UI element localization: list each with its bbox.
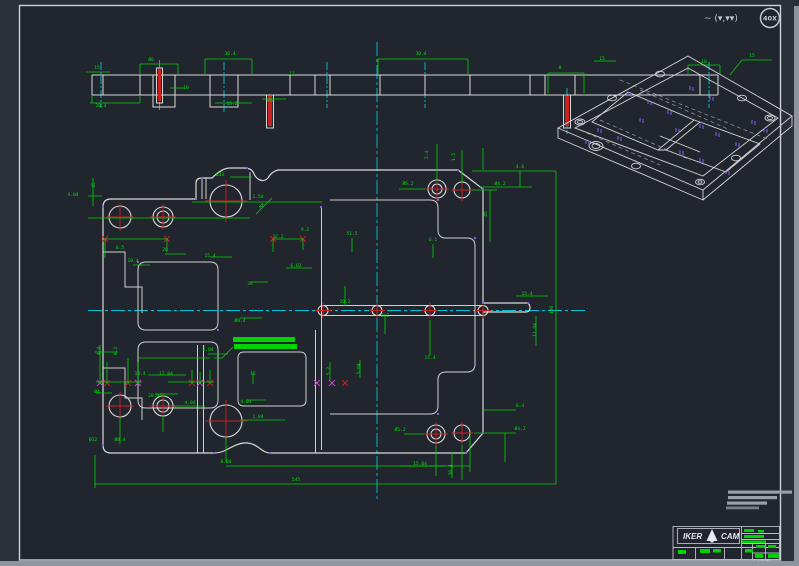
interior-pockets [103,172,483,453]
logo-iker: IKER [683,532,702,541]
dimension-text: 4.04 [67,192,78,198]
iso-thread-marks [585,86,768,175]
zoom-stamp: ~ (▾,▾▾) 40X [704,7,781,29]
dimension-text: Ø6 [267,97,273,104]
sheet-note: F 3-C-4B [753,559,770,563]
dimension-text: 1.54 [252,194,263,200]
dimension-text: Ø4.2 [494,180,505,187]
dimension-text: 5.04 [356,363,362,374]
dimension-text: Ø8.4 [114,436,125,443]
dimension-text: 1.5 [451,153,457,162]
dimension-text: 45 [91,182,97,188]
highlighted-note [233,337,297,349]
dimension-text: 30.4 [448,464,454,475]
dimension-text: Ø8 [148,56,154,63]
logo-cam: CAM [721,532,740,541]
dimension-text: 15.4 [204,253,215,259]
dimension-text: M8 [258,202,266,210]
top-section-view [86,58,772,129]
dimension-text: 9.2 [301,227,310,233]
zoom-badge-circle [759,7,781,29]
zoom-badge-label: 40X [763,15,777,23]
dimension-text: 4.6 [516,164,525,170]
dimension-text: 12.2 [272,234,283,240]
dimension-text: 15.4 [424,355,435,361]
dimension-text: 12 [289,71,295,77]
dimension-text: 8 [559,65,562,71]
title-block-fields [678,529,779,558]
window-edge-bottom [0,561,799,566]
dimension-text: 6.1 [429,237,438,243]
dimension-text: 545 [292,477,301,483]
dimension-text: 10.4 [134,371,145,377]
plan-dim-lines [88,144,557,488]
dimension-text: 15.04 [413,461,427,467]
dimension-text: 15.2 [226,101,237,107]
dimension-text: 4.04 [240,399,251,405]
dimension-text: 8.04 [202,347,213,353]
dimension-text: 5.2 [326,367,332,376]
dimension-text: 8.4 [516,403,525,409]
dimension-text: 8.04 [220,459,231,465]
dimension-text: 15 [599,56,605,62]
dimension-text: 20.4 [95,103,106,109]
dimension-text: 15.4 [521,291,532,297]
drawing-sheet [20,6,780,560]
dimension-text: 3.4 [424,151,430,160]
dimension-text: 30.4 [415,51,426,57]
dimension-text: Ø5.2 [394,426,405,433]
dimension-text: 10 [701,59,707,65]
logo-tree-icon [706,529,718,543]
dimension-text: 12.04 [159,371,173,377]
title-block: IKER CAM F 3-C-4B [672,526,780,563]
dimension-text: Ø33 [216,171,225,178]
vertex-markers [102,167,529,454]
dimension-text: Ø12 [89,436,98,443]
window-edge-right[interactable] [794,6,799,561]
dimension-text: 51.5 [346,231,357,237]
dimension-text: 4.4 [96,347,102,356]
revision-bars [726,490,792,510]
dimension-text: 8.5 [116,245,125,251]
dimension-text: 15 [94,65,100,71]
dimension-text: Ø8.4 [234,317,245,324]
dimension-text: 10.2 [339,299,350,305]
dimension-text: 11.04 [532,323,538,337]
dimension-text: Ø5.2 [402,180,413,187]
dimension-text: 8.2 [113,347,119,356]
hole-center-marks [106,177,491,446]
dimension-text: 45 [483,211,489,217]
dimension-text: 10.4 [127,258,138,264]
sheet-frame [18,4,782,561]
dimension-text: 6.02 [290,263,301,269]
iso-view [556,55,793,201]
dimension-text: 30.4 [224,51,235,57]
dimension-text: Ø4 [94,388,100,395]
dimension-text: 15 [749,53,755,59]
dimension-text: 12 [250,371,256,377]
dimension-text: 20 [162,247,168,253]
dimension-text: Ø4.2 [514,425,525,432]
dimension-text: 4.04 [184,400,195,406]
stamp-wave-label: ~ (▾,▾▾) [704,14,738,24]
dimension-text: 430 [549,306,555,315]
hatched-slots [158,69,569,126]
dimension-text: 8.2 [381,313,390,319]
plan-view [88,144,557,488]
dimension-text: 1.04 [252,414,263,420]
dimension-text: 34 [247,281,253,287]
dimension-text: 20.04 [148,393,162,399]
dimension-text: 10 [183,85,189,91]
